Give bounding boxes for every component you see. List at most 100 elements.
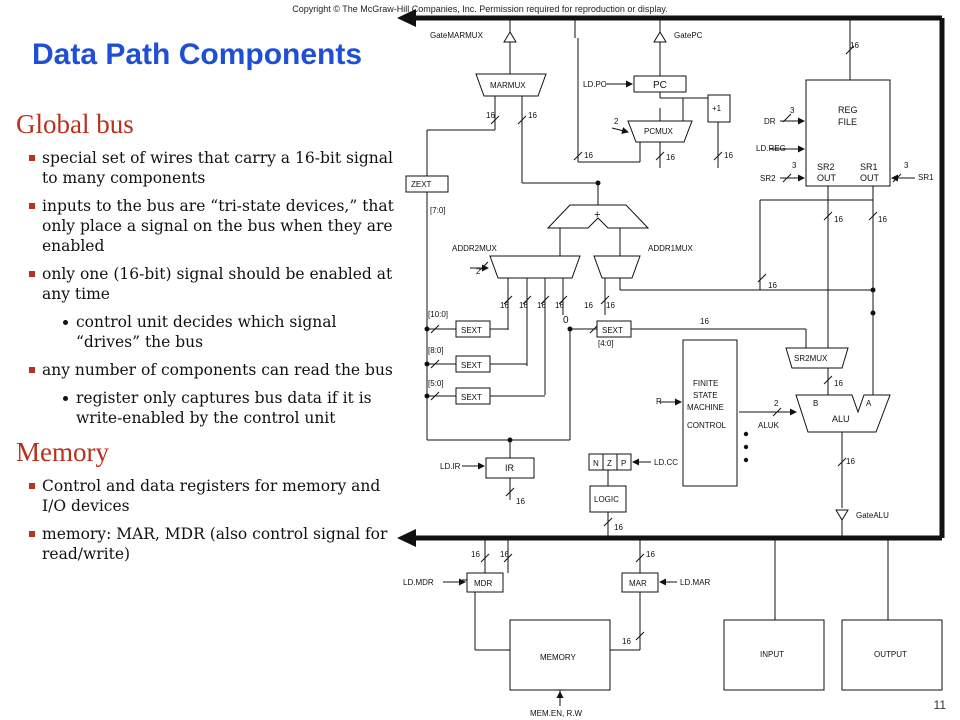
bits-5-0-label: [5:0]: [428, 379, 444, 388]
bullet-list: Global bus special set of wires that car…: [16, 108, 404, 564]
sext-5-block: [596, 320, 632, 338]
bullet-item: Control and data registers for memory an…: [16, 476, 404, 516]
bullet-item: inputs to the bus are “tri-state devices…: [16, 196, 404, 256]
reg-file-label: REG: [838, 105, 858, 115]
r-label: R: [656, 397, 662, 406]
ir-label: IR: [505, 463, 515, 473]
bus-width-label: 16: [471, 550, 480, 559]
addr1mux-label: ADDR1MUX: [648, 244, 694, 253]
bus-width-label: 16: [519, 301, 528, 310]
pc-label: PC: [653, 80, 667, 91]
logic-block: [589, 485, 627, 513]
bus-width-label: 16: [528, 111, 537, 120]
square-bullet-icon: [29, 367, 35, 373]
ld-reg-label: LD.REG: [756, 144, 786, 153]
bits-4-0-label: [4:0]: [598, 339, 614, 348]
bits-10-0-label: [10:0]: [428, 310, 448, 319]
bus-width-label: 16: [666, 153, 675, 162]
bus-width-label: 16: [834, 379, 843, 388]
copyright-notice: Copyright © The McGraw-Hill Companies, I…: [292, 4, 668, 14]
mdr-register: [466, 572, 504, 593]
bus-width-label: 16: [516, 497, 525, 506]
input-block: [723, 619, 825, 691]
n-flag-label: N: [593, 459, 599, 468]
bus-width-label: 16: [584, 301, 593, 310]
bus-width-label: 16: [850, 41, 859, 50]
pc-register: [633, 75, 687, 93]
sext-label: SEXT: [602, 326, 623, 335]
bus-width-label: 16: [486, 111, 495, 120]
aluk-label: ALUK: [758, 421, 780, 430]
adder-label: +: [594, 209, 600, 221]
sub-bullet-text: register only captures bus data if it is…: [76, 389, 372, 427]
bits-7-0-label: [7:0]: [430, 206, 446, 215]
bus-width-label: 16: [584, 151, 593, 160]
gate-pc-tristate: [653, 31, 667, 43]
bus-width-label: 16: [768, 281, 777, 290]
reg-width-label: 3: [790, 106, 795, 115]
sr2-input-label: SR2: [760, 174, 776, 183]
z-flag-label: Z: [607, 459, 612, 468]
fsm-label: STATE: [693, 391, 718, 400]
register-file: [805, 79, 891, 187]
memory-label: MEMORY: [540, 653, 577, 662]
square-bullet-icon: [29, 531, 35, 537]
gate-alu-tristate: [835, 509, 849, 521]
bus-width-label: 16: [700, 317, 709, 326]
fsm-label: FINITE: [693, 379, 718, 388]
bullet-text: Control and data registers for memory an…: [42, 477, 381, 515]
round-bullet-icon: [63, 396, 68, 401]
ld-ir-label: LD.IR: [440, 462, 461, 471]
square-bullet-icon: [29, 203, 35, 209]
zext-label: ZEXT: [411, 180, 432, 189]
adder-block: [546, 204, 650, 229]
gate-pc-label: GatePC: [674, 31, 703, 40]
control-label: CONTROL: [687, 421, 727, 430]
round-bullet-icon: [63, 320, 68, 325]
sub-bullet-item: register only captures bus data if it is…: [16, 388, 404, 428]
alu-label: ALU: [832, 414, 850, 424]
bus-width-label: 16: [834, 215, 843, 224]
input-label: INPUT: [760, 650, 784, 659]
slide-title: Data Path Components: [32, 38, 363, 71]
page-number: 11: [933, 698, 946, 712]
bus-width-label: 16: [500, 550, 509, 559]
ld-cc-label: LD.CC: [654, 458, 678, 467]
ld-pc-label: LD.PC: [583, 80, 607, 89]
sr1-input-label: SR1: [918, 173, 934, 182]
bullet-text: any number of components can read the bu…: [42, 361, 393, 379]
bullet-item: any number of components can read the bu…: [16, 360, 404, 380]
sext-9-block: [455, 355, 491, 373]
ir-register: [485, 457, 535, 479]
sr2mux-label: SR2MUX: [794, 354, 828, 363]
section-heading-global-bus: Global bus: [16, 109, 134, 139]
bus-width-label: 16: [500, 301, 509, 310]
gate-marmux-tristate: [503, 31, 517, 43]
bullet-text: inputs to the bus are “tri-state devices…: [42, 197, 394, 255]
square-bullet-icon: [29, 483, 35, 489]
ld-mar-label: LD.MAR: [680, 578, 710, 587]
bullet-item: only one (16-bit) signal should be enabl…: [16, 264, 404, 304]
fsm-label: MACHINE: [687, 403, 724, 412]
marmux-label: MARMUX: [490, 81, 526, 90]
bus-width-label: 16: [846, 457, 855, 466]
output-label: OUTPUT: [874, 650, 907, 659]
addr2mux-width-label: 2: [476, 267, 481, 276]
bus-width-label: 16: [606, 301, 615, 310]
bus-width-label: 16: [724, 151, 733, 160]
bus-width-label: 16: [878, 215, 887, 224]
reg-width-label: 3: [792, 161, 797, 170]
bullet-text: only one (16-bit) signal should be enabl…: [42, 265, 393, 303]
aluk-width-label: 2: [774, 399, 779, 408]
ld-mdr-label: LD.MDR: [403, 578, 434, 587]
output-block: [841, 619, 943, 691]
zext-block: [405, 175, 449, 193]
addr1mux-block: [593, 255, 641, 279]
section-heading-memory: Memory: [16, 437, 109, 467]
sr1-out-label: OUT: [860, 173, 880, 183]
sext-11-block: [455, 320, 491, 338]
mar-label: MAR: [629, 579, 647, 588]
mem-en-label: MEM.EN, R.W: [530, 709, 582, 718]
sr2-out-label: OUT: [817, 173, 837, 183]
p-flag-label: P: [621, 459, 626, 468]
